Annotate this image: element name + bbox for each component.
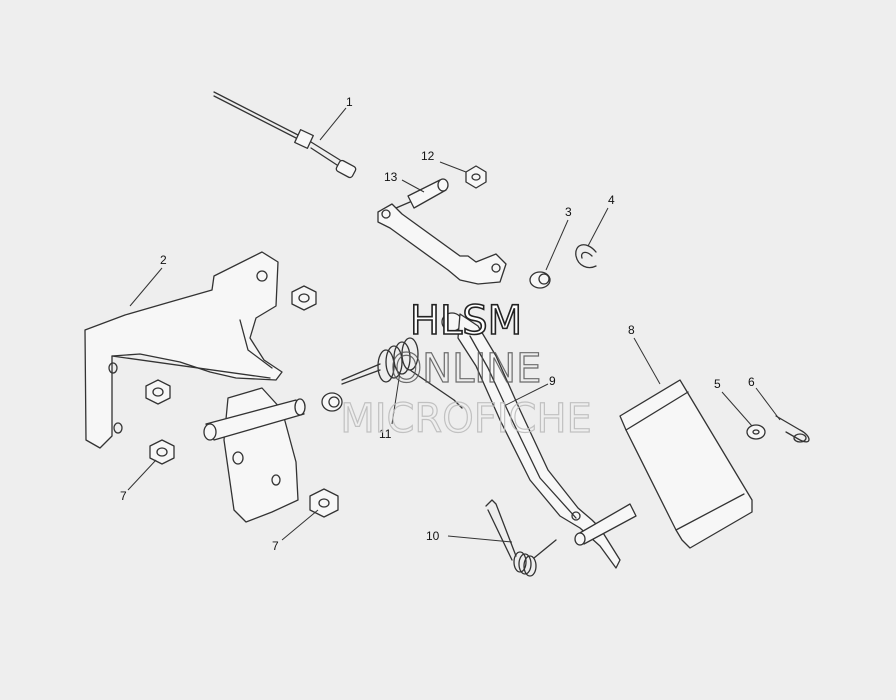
return-spring-part	[485, 499, 557, 577]
callout-8: 8	[628, 323, 635, 337]
flange-nut-bottom	[309, 488, 339, 518]
callout-5: 5	[714, 377, 721, 391]
callout-1: 1	[346, 95, 353, 109]
pin-part	[395, 178, 449, 209]
flange-nut-middle	[145, 379, 171, 405]
callout-6: 6	[748, 375, 755, 389]
cotter-pin-part	[775, 415, 810, 443]
callout-10: 10	[426, 529, 440, 543]
watermark: HLSM ONLINE MICROFICHE	[340, 297, 593, 442]
callout-2: 2	[160, 253, 167, 267]
mounting-bracket-part	[84, 251, 283, 449]
callout-12: 12	[421, 149, 435, 163]
watermark-line-3: MICROFICHE	[340, 396, 592, 442]
flange-nut-parts	[145, 285, 339, 518]
torsion-spring-part	[321, 337, 463, 412]
flange-nut-top	[291, 285, 317, 311]
callout-7-left: 7	[120, 489, 127, 503]
watermark-line-2: ONLINE	[391, 346, 542, 392]
callout-11: 11	[379, 427, 392, 441]
callout-4: 4	[608, 193, 615, 207]
cable-part	[213, 91, 357, 179]
callout-13: 13	[384, 170, 398, 184]
bushing-part	[529, 271, 551, 289]
callout-9: 9	[549, 374, 556, 388]
callout-labels: 1 2 3 4 5 6 7 7 8 9 10 11 12 13	[120, 95, 755, 553]
pivot-plate-part	[203, 387, 306, 523]
nut-part	[465, 165, 487, 189]
pedal-pad-part	[574, 379, 753, 549]
callout-3: 3	[565, 205, 572, 219]
washer-part	[746, 424, 766, 440]
callout-7-right: 7	[272, 539, 279, 553]
flange-nut-lower	[149, 439, 175, 465]
pedal-link-part	[377, 203, 507, 285]
retaining-clip-part	[575, 244, 597, 269]
leader-lines	[127, 107, 781, 543]
pedal-lever-part	[441, 312, 621, 569]
watermark-line-1: HLSM	[410, 298, 522, 344]
